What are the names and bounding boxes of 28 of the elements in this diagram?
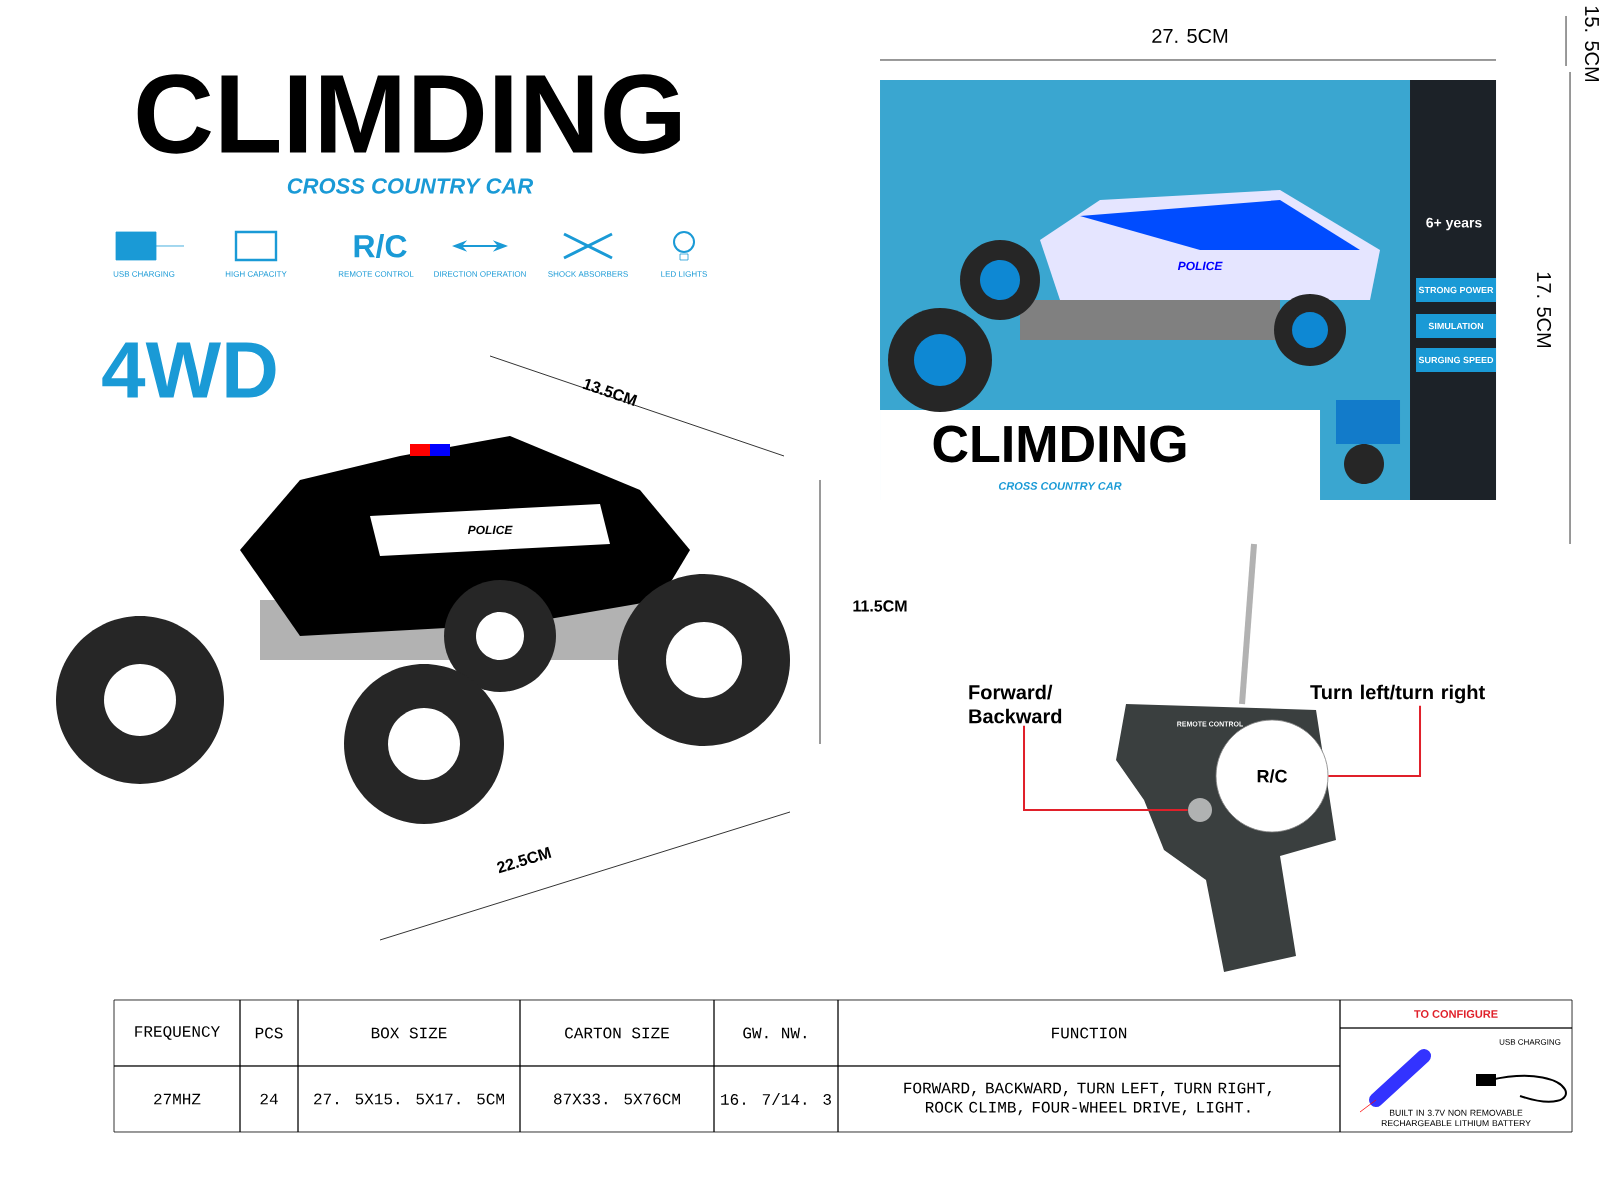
subtitle: CROSS COUNTRY CAR [287, 178, 534, 194]
badge-text: 4WD [102, 342, 276, 398]
dimension-label: 17. 5CM [1536, 272, 1552, 348]
box-title: CLIMDING [933, 425, 1186, 463]
table-cell: BOX SIZE [297, 999, 521, 1067]
table-cell: 27. 5X15. 5X17. 5CM [297, 1065, 521, 1133]
table-cell: 16. 7/14. 3 [713, 1065, 839, 1133]
leader-line [1023, 724, 1189, 811]
trigger [1188, 798, 1212, 822]
table-cell: 24 [239, 1065, 299, 1133]
dimension-label: 15. 5CM [1584, 6, 1600, 82]
leader-line [1327, 704, 1421, 777]
table-cell: FORWARD, BACKWARD, TURN LEFT, TURN RIGHT, ROCK CLIMB, FOUR-WHEEL DRIVE, LIGHT. [837, 1065, 1341, 1133]
callout-text: Forward/ Backward [969, 684, 1062, 724]
table-cell: 27MHZ [113, 1065, 241, 1133]
icon-text: R/C [354, 234, 407, 258]
dimension-label: 11.5CM [853, 600, 907, 612]
title: CLIMDING [137, 74, 680, 154]
dimension-label: 27. 5CM [1152, 28, 1228, 44]
table-cell: GW. NW. [713, 999, 839, 1067]
dimension-label: 13.5CM [582, 378, 638, 406]
table-cell: FREQUENCY [113, 999, 241, 1067]
table-cell: CARTON SIZE [519, 999, 715, 1067]
dimension-label: 22.5CM [497, 846, 552, 874]
table-cell: PCS [239, 999, 299, 1067]
table-cell: FUNCTION [837, 999, 1341, 1067]
callout-text: Turn left/turn right [1310, 684, 1485, 704]
table-cell: 87X33. 5X76CM [519, 1065, 715, 1133]
